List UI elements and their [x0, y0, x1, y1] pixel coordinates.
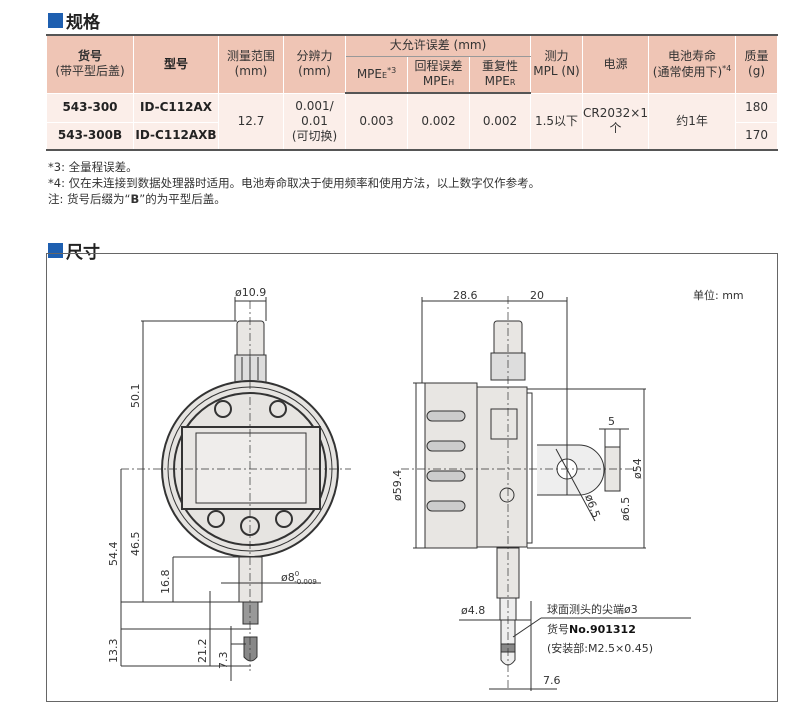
side-view	[401, 296, 691, 691]
svg-text:ø4.8: ø4.8	[461, 604, 485, 617]
table-row: 543-300B ID-C112AXB 170	[46, 121, 779, 151]
spec-table: 货号(带平型后盖) 型号 测量范围(mm) 分辨力(mm) 大允许误差 (mm)…	[46, 34, 779, 151]
cell-model: ID-C112AX	[133, 92, 219, 123]
footnote-4: *4: 仅在未连接到数据处理器时适用。电池寿命取决于使用频率和使用方法，以上数字…	[48, 176, 541, 190]
heading-square-icon	[48, 243, 63, 258]
svg-text:21.2: 21.2	[196, 639, 209, 664]
spec-heading: 规格	[48, 8, 100, 33]
svg-text:7.3: 7.3	[217, 652, 230, 670]
cell-mass: 170	[735, 121, 779, 151]
header-battery: 电池寿命(通常使用下)*4	[648, 34, 737, 94]
svg-text:13.3: 13.3	[107, 639, 120, 664]
front-view	[120, 297, 351, 681]
header-power: 电源	[582, 34, 650, 94]
svg-text:ø6.5: ø6.5	[582, 493, 603, 520]
svg-text:货号No.901312: 货号No.901312	[547, 622, 636, 636]
svg-text:50.1: 50.1	[129, 384, 142, 409]
cell-mpe-r: 0.002	[468, 92, 532, 151]
side-labels: 28.6 20 ø59.4 5 ø54 ø6.5 ø6.5 ø4.8 7.6 球…	[391, 288, 744, 687]
cell-model: ID-C112AXB	[133, 121, 219, 151]
header-resolution: 分辨力(mm)	[283, 34, 346, 94]
svg-text:ø54: ø54	[631, 458, 644, 479]
header-mpe-e: MPEE*3	[345, 55, 408, 94]
spec-title: 规格	[66, 13, 100, 33]
cell-range: 12.7	[218, 92, 284, 151]
heading-square-icon	[48, 13, 63, 28]
cell-code: 543-300B	[46, 121, 134, 151]
stem-diameter: ø80-0.009	[281, 570, 317, 586]
footnote-3: *3: 全量程误差。	[48, 160, 138, 174]
svg-text:54.4: 54.4	[107, 542, 120, 567]
cell-force: 1.5以下	[530, 92, 584, 151]
unit-label: 单位: mm	[693, 288, 744, 302]
header-code: 货号(带平型后盖)	[46, 34, 134, 94]
svg-text:28.6: 28.6	[453, 289, 478, 302]
header-mpe: 大允许误差 (mm)	[344, 34, 532, 57]
cell-mpe-e: 0.003	[345, 92, 408, 151]
front-labels: ø10.9 50.1 46.5 54.4 16.8 ø80-0.009 13.3…	[107, 286, 317, 669]
svg-text:ø6.5: ø6.5	[619, 497, 632, 521]
cell-mass: 180	[735, 92, 779, 123]
table-row: 543-300 ID-C112AX 12.7 0.001/0.01(可切换) 0…	[46, 92, 779, 151]
footnotes: *3: 全量程误差。 *4: 仅在未连接到数据处理器时适用。电池寿命取决于使用频…	[48, 159, 540, 207]
dimension-drawing: ø10.9 50.1 46.5 54.4 16.8 ø80-0.009 13.3…	[46, 253, 778, 702]
svg-text:球面测头的尖端ø3: 球面测头的尖端ø3	[547, 602, 638, 616]
cell-battery: 约1年	[648, 92, 737, 151]
svg-text:7.6: 7.6	[543, 674, 561, 687]
header-mass: 质量(g)	[735, 34, 779, 94]
cell-mpe-h: 0.002	[407, 92, 470, 151]
svg-text:20: 20	[530, 289, 544, 302]
header-model: 型号	[133, 34, 219, 94]
svg-text:(安装部:M2.5×0.45): (安装部:M2.5×0.45)	[547, 641, 653, 655]
svg-text:ø59.4: ø59.4	[391, 470, 404, 501]
cell-resolution: 0.001/0.01(可切换)	[283, 92, 346, 151]
svg-text:16.8: 16.8	[159, 570, 172, 595]
svg-text:46.5: 46.5	[129, 532, 142, 557]
cell-code: 543-300	[46, 92, 134, 123]
header-range: 测量范围(mm)	[218, 34, 284, 94]
svg-text:ø10.9: ø10.9	[235, 286, 266, 299]
svg-text:5: 5	[608, 415, 615, 428]
drawing-svg: ø10.9 50.1 46.5 54.4 16.8 ø80-0.009 13.3…	[107, 286, 744, 691]
footnote-suffix: 注: 货号后缀为“B”的为平型后盖。	[48, 192, 226, 206]
